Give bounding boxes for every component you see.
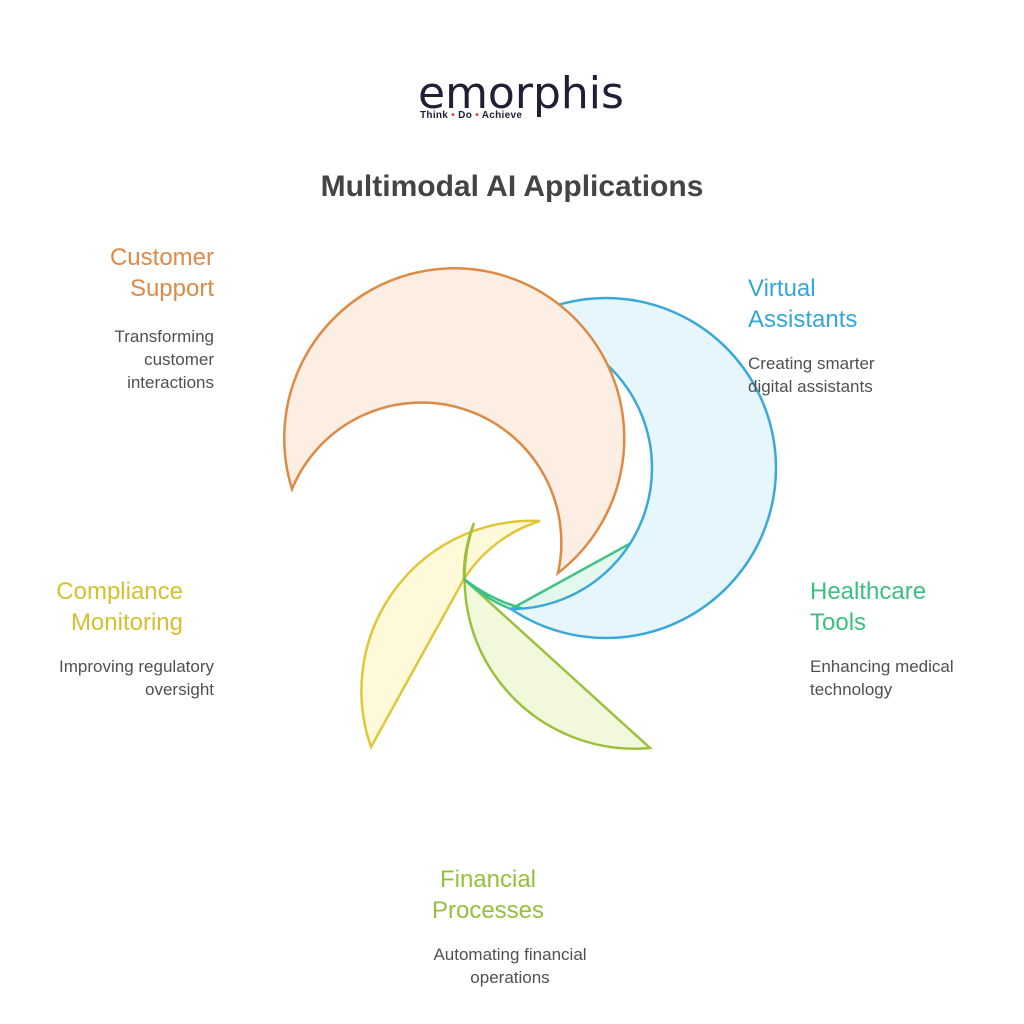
label-line: Monitoring bbox=[70, 609, 183, 636]
segment-financial-processes bbox=[462, 522, 653, 750]
desc-healthcare-tools: Enhancing medical technology bbox=[810, 655, 1010, 701]
label-line: Support bbox=[129, 275, 214, 302]
emorphis-logo: emorphis Think • Do • Achieve bbox=[412, 68, 632, 128]
tagline-dot: • bbox=[475, 110, 480, 121]
desc-financial-processes: Automating financial operations bbox=[380, 943, 640, 989]
desc-compliance-monitoring: Improving regulatory oversight bbox=[14, 655, 214, 701]
segment-customer-support bbox=[283, 267, 626, 577]
label-financial-processes: Financial Processes bbox=[388, 864, 588, 926]
tagline-achieve: Achieve bbox=[481, 110, 523, 121]
desc-line: operations bbox=[470, 968, 550, 987]
desc-line: digital assistants bbox=[748, 377, 873, 396]
desc-line: customer bbox=[144, 350, 214, 369]
tagline-think: Think bbox=[420, 110, 449, 121]
label-virtual-assistants: Virtual Assistants bbox=[748, 273, 988, 335]
desc-line: Enhancing medical bbox=[810, 657, 954, 676]
label-line: Tools bbox=[810, 609, 867, 636]
page-title: Multimodal AI Applications bbox=[320, 170, 704, 203]
tagline-dot: • bbox=[451, 110, 456, 121]
logo-tagline: Think • Do • Achieve bbox=[420, 110, 522, 121]
segment-virtual-assistants bbox=[506, 296, 778, 640]
desc-line: interactions bbox=[127, 373, 214, 392]
label-healthcare-tools: Healthcare Tools bbox=[810, 576, 1010, 638]
desc-customer-support: Transforming customer interactions bbox=[20, 325, 214, 394]
label-compliance-monitoring: Compliance Monitoring bbox=[20, 576, 183, 638]
label-line: Virtual bbox=[748, 275, 816, 302]
label-line: Assistants bbox=[748, 306, 858, 333]
label-line: Financial bbox=[439, 866, 537, 893]
desc-line: Creating smarter bbox=[748, 354, 875, 373]
label-line: Customer bbox=[109, 244, 214, 271]
tagline-do: Do bbox=[458, 110, 473, 121]
label-customer-support: Customer Support bbox=[40, 242, 214, 304]
label-line: Healthcare bbox=[810, 578, 927, 605]
label-line: Compliance bbox=[56, 578, 183, 605]
desc-line: technology bbox=[810, 680, 893, 699]
segment-compliance-monitoring bbox=[360, 519, 541, 751]
desc-line: oversight bbox=[145, 680, 214, 699]
logo-wordmark: emorphis bbox=[418, 68, 624, 119]
desc-line: Transforming bbox=[114, 327, 214, 346]
desc-line: Improving regulatory bbox=[59, 657, 214, 676]
desc-virtual-assistants: Creating smarter digital assistants bbox=[748, 352, 988, 398]
desc-line: Automating financial bbox=[433, 945, 587, 964]
label-line: Processes bbox=[431, 897, 545, 924]
